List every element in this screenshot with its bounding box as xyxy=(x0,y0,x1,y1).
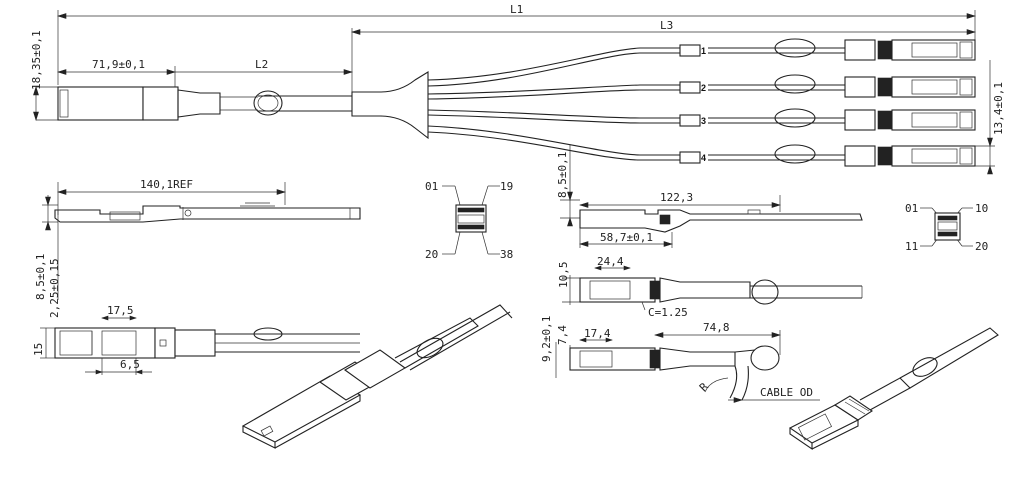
branch-label-4: 4 xyxy=(701,153,706,163)
pin-label-19: 19 xyxy=(500,180,513,193)
sfp-connector-4 xyxy=(774,144,976,167)
dim-18-35: 18,35±0,1 xyxy=(30,30,43,90)
dim-58-7: 58,7±0,1 xyxy=(600,231,653,244)
pin-label-20-sfp: 20 xyxy=(975,240,988,253)
pin-label-01: 01 xyxy=(425,180,438,193)
branch-label-3: 3 xyxy=(701,116,706,126)
dim-13-4: 13,4±0,1 xyxy=(992,82,1005,135)
pinout-sfp: 01 10 11 20 xyxy=(905,202,988,253)
bend-radius-label: R xyxy=(697,380,711,394)
dim-10-5: 10,5 xyxy=(557,262,570,289)
pin-label-20: 20 xyxy=(425,248,438,261)
dim-15: 15 xyxy=(32,343,45,356)
qsfp-isometric-view xyxy=(241,304,513,449)
cable-od-label: CABLE OD xyxy=(760,386,813,399)
dim-l3: L3 xyxy=(660,19,673,32)
pinout-qsfp: 01 19 20 38 xyxy=(425,180,513,261)
branch-label-2: 2 xyxy=(701,83,706,93)
dim-8-5-a: 8,5±0,1 xyxy=(34,254,47,300)
sfp-connector-2 xyxy=(774,74,976,98)
pin-label-10-sfp: 10 xyxy=(975,202,988,215)
chamfer-label: C=1.25 xyxy=(648,306,688,319)
dim-24-4: 24,4 xyxy=(597,255,624,268)
sfp-bent-view: 9,2±0,1 7,4 17,4 74,8 R CABLE OD xyxy=(540,316,820,403)
qsfp-top-view: 17,5 15 6,5 xyxy=(32,304,360,375)
dim-17-5: 17,5 xyxy=(107,304,134,317)
pin-label-11-sfp: 11 xyxy=(905,240,918,253)
dim-2-25: 2,25±0,15 xyxy=(48,258,61,318)
sfp-top-view: 24,4 10,5 C=1.25 xyxy=(557,255,863,319)
dim-17-4: 17,4 xyxy=(584,327,611,340)
sfp-connector-3 xyxy=(774,108,976,131)
pin-label-38: 38 xyxy=(500,248,513,261)
qsfp-side-view: 140,1REF 8,5±0,1 2,25±0,15 xyxy=(34,178,361,318)
dim-122-3: 122,3 xyxy=(660,191,693,204)
dim-l2: L2 xyxy=(255,58,268,71)
branch-label-1: 1 xyxy=(701,46,706,56)
dim-74-8: 74,8 xyxy=(703,321,730,334)
dim-8-5-b: 8,5±0,1 xyxy=(556,152,569,198)
main-assembly: L1 L3 71,9±0,1 L2 18,35±0,1 xyxy=(30,3,1005,175)
dim-6-5: 6,5 xyxy=(120,358,140,371)
dim-71-9: 71,9±0,1 xyxy=(92,58,145,71)
dim-7-4: 7,4 xyxy=(556,325,569,345)
pin-label-01-sfp: 01 xyxy=(905,202,918,215)
sfp-isometric-view xyxy=(788,327,999,451)
dim-9-2: 9,2±0,1 xyxy=(540,316,553,362)
dim-l1: L1 xyxy=(510,3,523,16)
sfp-side-view: 8,5±0,1 122,3 58,7±0,1 xyxy=(556,145,863,248)
dim-140-1: 140,1REF xyxy=(140,178,193,191)
sfp-connector-1 xyxy=(774,38,976,61)
